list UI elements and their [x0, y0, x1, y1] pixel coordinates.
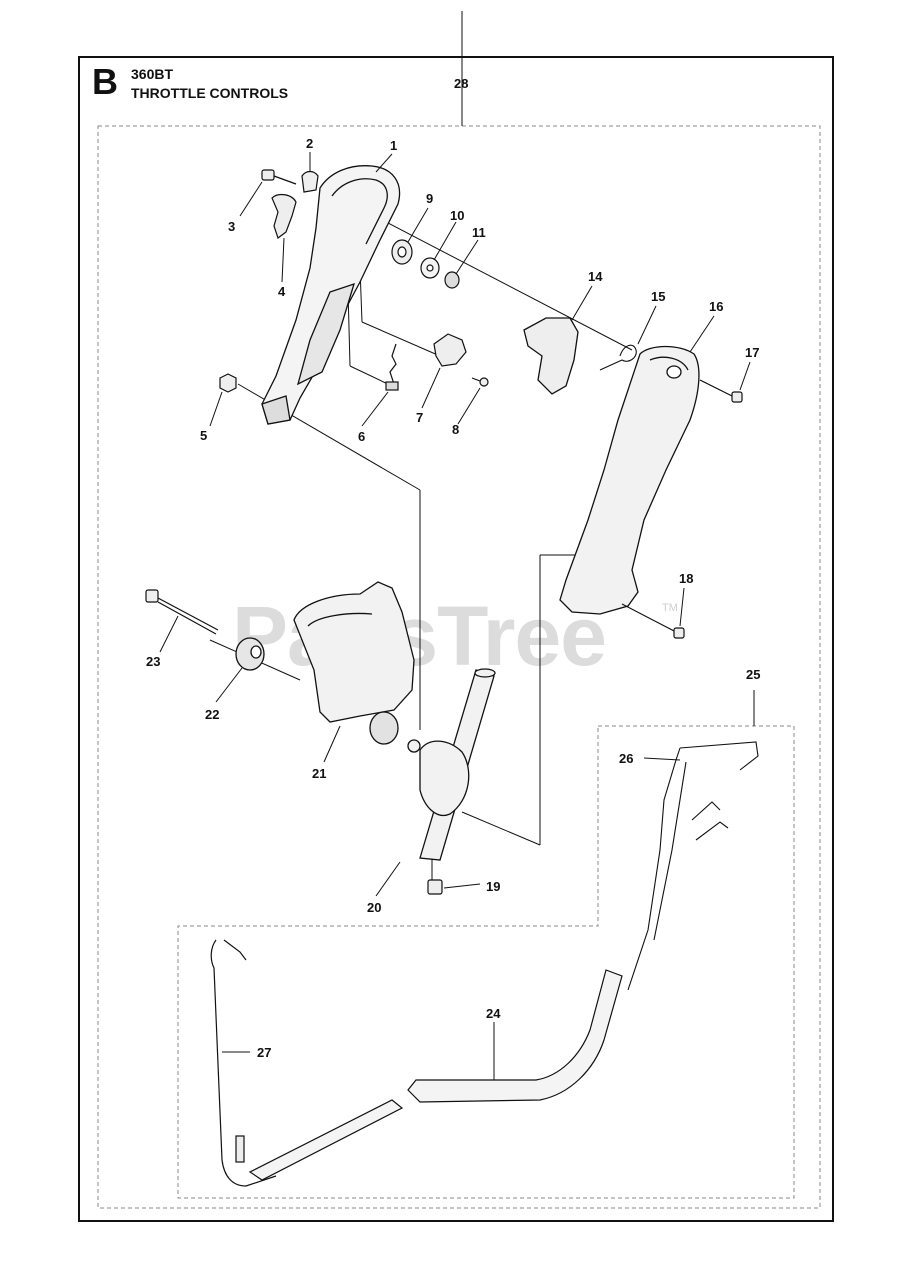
callout-23: 23: [146, 654, 160, 669]
part-16-right-handle: [559, 345, 700, 615]
callout-7: 7: [416, 410, 423, 425]
part-21-bracket: [293, 581, 415, 745]
callout-19: 19: [486, 879, 500, 894]
callout-21: 21: [312, 766, 326, 781]
part-7-trigger-lock: [433, 333, 467, 367]
part-24-throttle-cable: [248, 969, 623, 1181]
callout-labels: 1 2 3 4 5 6 7 8 9 10 11 14 15 16 17 18 1…: [146, 76, 760, 1060]
part-6-spring: [385, 343, 399, 391]
part-3-pin: [261, 169, 297, 185]
part-18-screw: [621, 603, 685, 639]
callout-1: 1: [390, 138, 397, 153]
part-23-bolt: [145, 589, 219, 635]
part-1-handle-housing: [261, 165, 401, 425]
part-27-stop-cable: [210, 939, 277, 1187]
callout-22: 22: [205, 707, 219, 722]
group-28-boundary: [97, 125, 821, 1209]
watermark: PartsTree: [232, 589, 607, 683]
callout-20: 20: [367, 900, 381, 915]
callout-11: 11: [472, 225, 486, 240]
diagram-title: THROTTLE CONTROLS: [131, 85, 289, 101]
callout-18: 18: [679, 571, 693, 586]
callout-4: 4: [278, 284, 286, 299]
part-15-spring: [599, 344, 637, 371]
part-14-throttle-trigger: [523, 317, 579, 395]
part-10-washer: [420, 257, 440, 279]
section-letter: B: [92, 61, 118, 102]
leader-lines: [159, 152, 751, 1080]
part-9-bearing: [391, 239, 413, 265]
part-8-screw: [471, 377, 489, 387]
callout-9: 9: [426, 191, 433, 206]
part-11-lock-nut: [444, 271, 460, 289]
callout-6: 6: [358, 429, 365, 444]
part-4-lever: [271, 193, 297, 239]
callout-3: 3: [228, 219, 235, 234]
callout-14: 14: [588, 269, 603, 284]
part-26-switch-cable: [627, 741, 759, 991]
part-19-nut: [427, 879, 443, 895]
callout-17: 17: [745, 345, 759, 360]
callout-16: 16: [709, 299, 723, 314]
callout-27: 27: [257, 1045, 271, 1060]
assembly-groups: [97, 125, 821, 1209]
part-5-nut: [219, 373, 237, 393]
watermark-tm: TM: [662, 602, 678, 614]
callout-26: 26: [619, 751, 633, 766]
part-17-screw: [699, 379, 743, 403]
diagram-frame: [78, 56, 834, 1222]
model-number: 360BT: [131, 66, 174, 82]
callout-8: 8: [452, 422, 459, 437]
callout-10: 10: [450, 208, 464, 223]
callout-25: 25: [746, 667, 760, 682]
part-20-handlebar-clamp: [407, 668, 496, 861]
callout-24: 24: [486, 1006, 501, 1021]
part-22-knob: [235, 637, 265, 671]
callout-2: 2: [306, 136, 313, 151]
part-2-clip: [301, 170, 319, 193]
callout-15: 15: [651, 289, 665, 304]
callout-5: 5: [200, 428, 207, 443]
callout-28: 28: [454, 76, 468, 91]
group-25-boundary: [177, 725, 795, 1199]
